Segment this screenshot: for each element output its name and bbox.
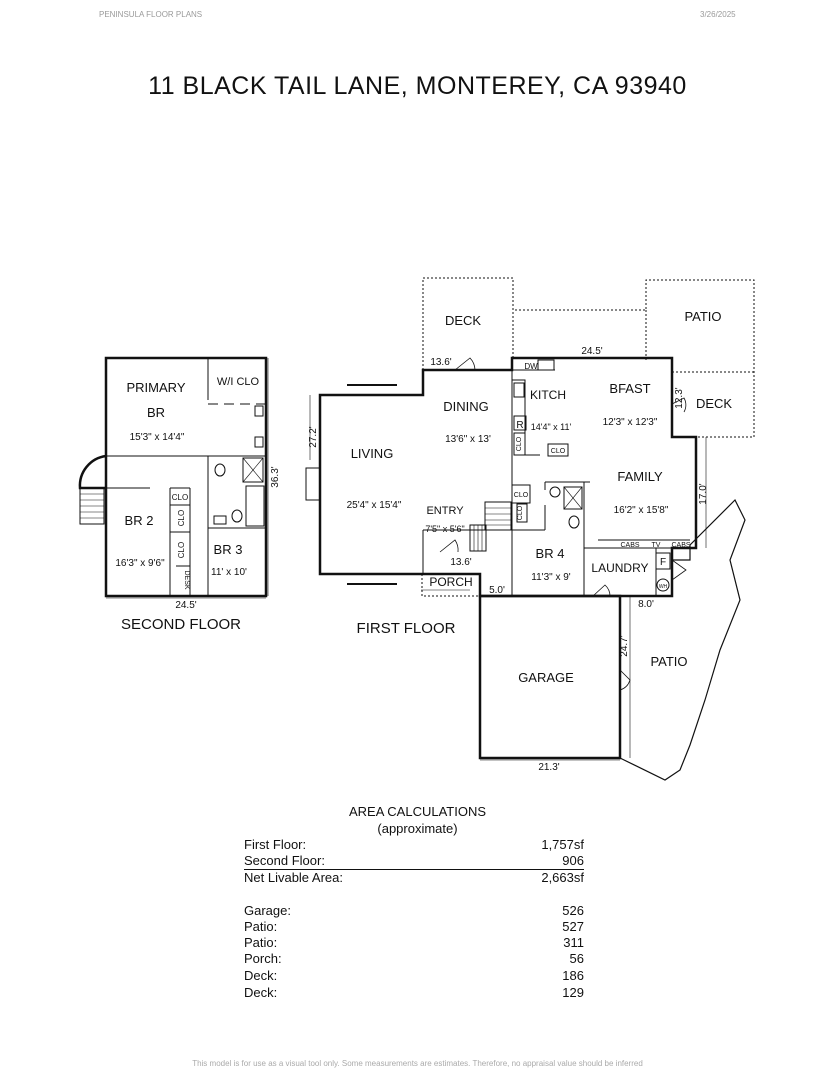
area-row-label: Net Livable Area: (244, 870, 344, 885)
floor-plan-diagram: PRIMARY BR 15'3" x 14'4" W/I CLO BR 2 16… (78, 277, 755, 781)
second-floor-width-dimension: 24.5' (175, 600, 196, 611)
area-row-value: 1,757sf (541, 837, 584, 852)
room-br3-dimensions: 11' x 10' (211, 567, 247, 578)
room-primary-label: PRIMARY (127, 380, 186, 395)
header-date: 3/26/2025 (700, 10, 736, 19)
header-company: PENINSULA FLOOR PLANS (99, 10, 203, 19)
room-bfast-label: BFAST (609, 381, 650, 396)
closet-label: CLO (517, 505, 524, 520)
area-row-label: Second Floor: (244, 853, 325, 868)
room-br4-label: BR 4 (536, 546, 565, 561)
room-wi-closet-label: W/I CLO (217, 376, 260, 388)
first-floor-plan (305, 277, 755, 781)
room-living-dimensions: 25'4" x 15'4" (347, 500, 402, 511)
area-row-value: 129 (562, 985, 584, 1000)
deck-width-dimension: 13.6' (430, 357, 451, 368)
second-floor-plan (78, 356, 269, 599)
area-row-value: 311 (563, 935, 584, 950)
area-row-label: Porch: (244, 951, 282, 966)
room-br4-dimensions: 11'3" x 9' (531, 572, 571, 583)
room-family-label: FAMILY (617, 469, 663, 484)
cabinets-label: CABS (671, 542, 690, 549)
second-floor-caption: SECOND FLOOR (121, 616, 241, 633)
room-porch-label: PORCH (429, 575, 472, 589)
dishwasher-label: DW (524, 362, 538, 371)
room-entry-label: ENTRY (426, 505, 464, 517)
area-row-label: Deck: (244, 968, 278, 983)
room-br2-dimensions: 16'3" x 9'6" (115, 558, 165, 569)
area-row-label: First Floor: (244, 837, 307, 852)
closet-label: CLO (177, 510, 186, 526)
bfast-deck-dimension: 12.3' (674, 387, 685, 408)
garage-height-dimension: 24.7' (619, 635, 630, 656)
area-row: Garage: 526 (244, 903, 584, 919)
room-dining-label: DINING (443, 399, 489, 414)
room-kitchen-dimensions: 14'4" x 11' (531, 422, 572, 432)
porch-width-dimension: 13.6' (450, 557, 471, 568)
room-primary-br-label: BR (147, 405, 165, 420)
room-living-label: LIVING (351, 446, 394, 461)
room-laundry-label: LAUNDRY (591, 561, 648, 575)
area-calculations-subtitle: (approximate) (377, 821, 458, 836)
closet-label: CLO (516, 436, 523, 451)
page-title: 11 BLACK TAIL LANE, MONTEREY, CA 93940 (148, 72, 687, 100)
furnace-label: F (660, 557, 666, 568)
range-label: R (516, 420, 523, 431)
area-calculations-title: AREA CALCULATIONS (348, 804, 487, 819)
area-row-value: 2,663sf (541, 870, 584, 885)
area-row-label: Patio: (244, 919, 278, 934)
room-kitchen-label: KITCH (530, 388, 566, 402)
room-family-dimensions: 16'2" x 15'8" (614, 505, 669, 516)
laundry-width-dimension: 8.0' (638, 599, 654, 610)
area-row-value: 56 (569, 951, 584, 966)
closet-label: CLO (172, 493, 188, 502)
right-height-dimension: 17.0' (698, 483, 709, 504)
room-primary-dimensions: 15'3" x 14'4" (130, 432, 185, 443)
area-row: Second Floor: 906 (244, 853, 584, 870)
area-row-label: Patio: (244, 935, 278, 950)
area-row-label: Deck: (244, 985, 278, 1000)
second-floor-depth-dimension: 36.3' (270, 466, 281, 487)
area-row: Patio: 527 (244, 919, 584, 935)
top-width-dimension: 24.5' (581, 346, 602, 357)
area-row: Porch: 56 (244, 951, 584, 967)
area-row-value: 526 (562, 903, 584, 918)
room-garage-label: GARAGE (518, 670, 574, 685)
closet-label: CLO (177, 542, 186, 558)
water-heater-label: WH (659, 584, 668, 590)
area-row-value: 527 (562, 919, 584, 934)
area-row: First Floor: 1,757sf (244, 837, 584, 853)
patio-label: PATIO (650, 654, 687, 669)
room-br2-label: BR 2 (125, 513, 154, 528)
room-bfast-dimensions: 12'3" x 12'3" (603, 417, 658, 428)
room-br3-label: BR 3 (214, 542, 243, 557)
left-height-dimension: 27.2' (308, 426, 319, 447)
area-row: Deck: 186 (244, 968, 584, 984)
garage-width-dimension: 21.3' (538, 762, 559, 773)
area-row: Deck: 129 (244, 985, 584, 1001)
tv-label: TV (652, 542, 661, 549)
deck-label: DECK (445, 313, 481, 328)
area-row: Net Livable Area: 2,663sf (244, 870, 584, 886)
room-dining-dimensions: 13'6" x 13' (445, 434, 491, 445)
patio-label: PATIO (684, 309, 721, 324)
porch-side-dimension: 5.0' (489, 585, 505, 596)
deck-label: DECK (696, 396, 732, 411)
disclaimer-footer: This model is for use as a visual tool o… (192, 1059, 643, 1068)
closet-label: CLO (514, 492, 529, 499)
closet-label: CLO (551, 448, 566, 455)
area-row-value: 186 (562, 968, 584, 983)
cabinets-label: CABS (620, 542, 639, 549)
area-row-label: Garage: (244, 903, 291, 918)
desk-label: DESK (183, 570, 190, 589)
area-row: Patio: 311 (244, 935, 584, 951)
first-floor-caption: FIRST FLOOR (357, 620, 456, 637)
area-row-value: 906 (562, 853, 584, 868)
room-entry-dimensions: 7'5" x 5'6" (425, 524, 464, 534)
